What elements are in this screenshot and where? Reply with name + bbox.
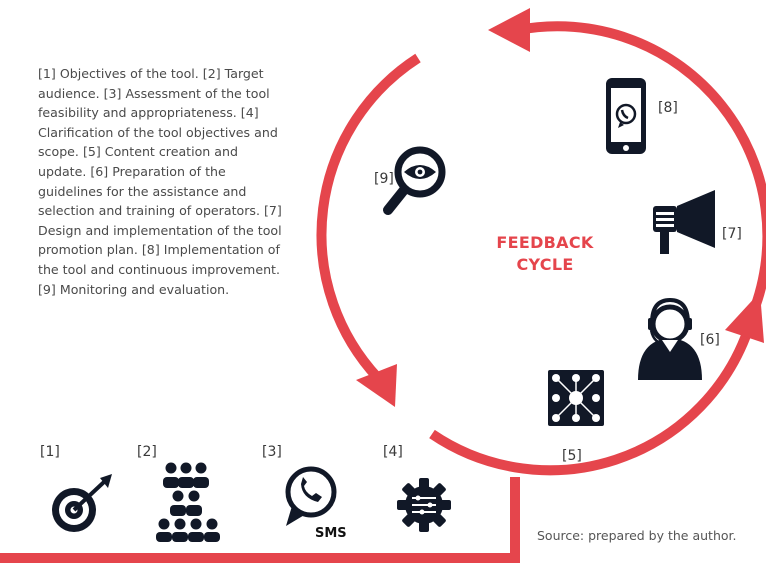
step-label-4: [4] <box>383 444 403 460</box>
megaphone-icon <box>653 190 715 254</box>
feedback-cycle-label-line1: FEEDBACK <box>496 233 594 252</box>
arrowhead-top <box>488 8 530 52</box>
step-label-5: [5] <box>562 448 582 464</box>
frame-line <box>0 477 520 563</box>
operator-headset-icon <box>638 297 702 380</box>
sms-caption: SMS <box>315 526 347 541</box>
feedback-cycle-arcs <box>316 21 766 476</box>
smartphone-icon <box>606 78 646 154</box>
step-label-3: [3] <box>262 444 282 460</box>
content-network-icon <box>548 370 604 426</box>
arrowhead-left <box>356 364 397 407</box>
audience-icon <box>156 462 220 542</box>
feedback-cycle-label: FEEDBACK CYCLE <box>470 232 620 276</box>
step-label-8: [8] <box>658 100 678 116</box>
step-label-6: [6] <box>700 332 720 348</box>
arrowhead-right <box>725 292 764 343</box>
cycle-arc-top-right <box>517 21 766 322</box>
cycle-arc-bottom <box>429 328 753 476</box>
steps-description: [1] Objectives of the tool. [2] Target a… <box>38 66 282 297</box>
cycle-arrowheads <box>356 8 764 407</box>
step-label-7: [7] <box>722 226 742 242</box>
source-note: Source: prepared by the author. <box>537 528 737 543</box>
cycle-arc-left <box>316 53 421 382</box>
gear-icon <box>397 478 451 532</box>
step-label-2: [2] <box>137 444 157 460</box>
whatsapp-sms-icon <box>285 466 337 526</box>
feedback-cycle-label-line2: CYCLE <box>516 255 574 274</box>
magnifier-eye-icon <box>383 146 446 215</box>
step-label-1: [1] <box>40 444 60 460</box>
step-label-9: [9] <box>374 171 394 187</box>
target-icon <box>52 474 112 532</box>
